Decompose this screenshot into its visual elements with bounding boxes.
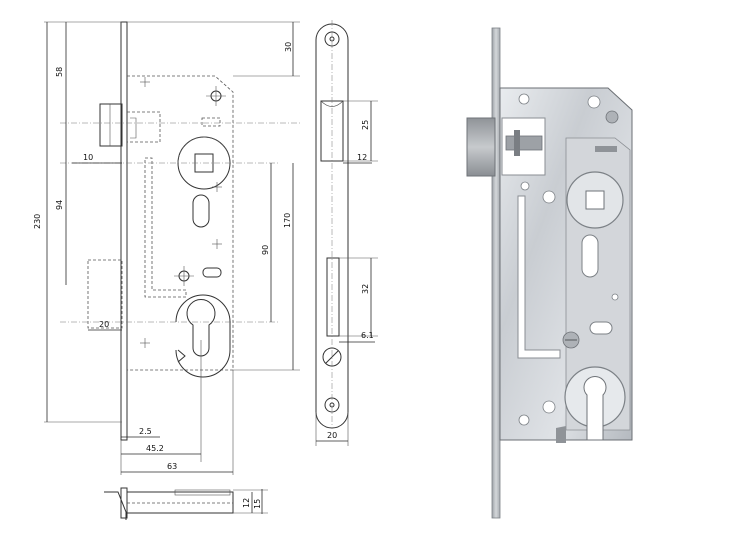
cylinder-hole bbox=[186, 299, 216, 357]
dim-top-offset: 58 bbox=[55, 67, 64, 77]
dim-latch-to-handle: 94 bbox=[55, 200, 64, 210]
dim-backset: 45.2 bbox=[146, 444, 164, 453]
dim-faceplate-width: 20 bbox=[327, 431, 337, 440]
dim-case-width: 63 bbox=[167, 462, 177, 471]
dim-overall-height: 230 bbox=[33, 214, 42, 229]
bottom-view: 12 15 bbox=[104, 487, 268, 520]
slider-bar bbox=[144, 157, 187, 298]
bolt-side bbox=[326, 257, 340, 337]
dim-handle-to-bottom: 170 bbox=[283, 213, 292, 228]
dim-case-depth-outer: 15 bbox=[253, 499, 262, 509]
front-view: 230 58 30 94 90 170 10 20 2.5 45.2 63 bbox=[33, 21, 300, 475]
latch-bolt bbox=[99, 103, 123, 147]
dim-bolt-projection: 20 bbox=[99, 320, 109, 329]
photo-faceplate bbox=[491, 27, 501, 519]
photo-spindle-hole bbox=[585, 190, 605, 210]
screw-marks bbox=[140, 77, 226, 348]
dim-latch-width: 12 bbox=[357, 153, 367, 162]
lock-case-outline bbox=[127, 75, 234, 371]
dim-handle-to-cylinder: 90 bbox=[261, 245, 270, 255]
dim-latch-height: 25 bbox=[361, 120, 370, 130]
dim-latch-projection: 10 bbox=[83, 153, 93, 162]
photo-slot bbox=[581, 234, 599, 278]
dim-bolt-height: 32 bbox=[361, 284, 370, 294]
photo-latch bbox=[466, 117, 496, 177]
lock-photo bbox=[466, 27, 633, 519]
guide-slot bbox=[192, 194, 210, 228]
dim-plate-thickness: 2.5 bbox=[139, 427, 152, 436]
dim-top-margin: 30 bbox=[284, 42, 293, 52]
deadbolt-outline bbox=[87, 259, 123, 329]
case-bottom bbox=[126, 491, 234, 514]
dim-case-depth-inner: 12 bbox=[242, 498, 251, 508]
dim-bolt-offset: 6.1 bbox=[361, 331, 374, 340]
side-view: 25 12 32 6.1 20 bbox=[315, 20, 378, 446]
photo-cylinder-hole bbox=[583, 376, 607, 441]
faceplate-outline bbox=[120, 21, 128, 441]
